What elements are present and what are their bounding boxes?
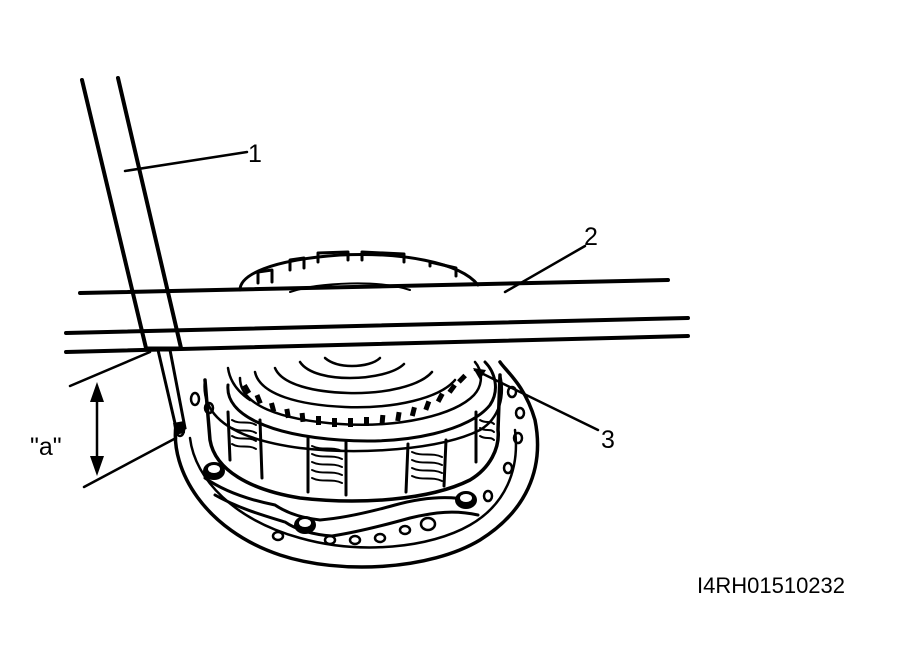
clutch-plates bbox=[231, 419, 495, 484]
drum-outer-wall bbox=[203, 373, 502, 503]
figure-code: I4RH01510232 bbox=[697, 573, 845, 598]
dimension-a: "a" bbox=[30, 350, 178, 489]
dimension-arrow-up bbox=[90, 382, 104, 402]
flange-bolts bbox=[203, 462, 477, 534]
dimension-a-label: "a" bbox=[30, 433, 62, 461]
housing-flange bbox=[173, 360, 540, 569]
callout-1: 1 bbox=[248, 140, 262, 168]
leader-lines bbox=[123, 150, 600, 432]
flange-boss-ribbon bbox=[203, 476, 472, 522]
clutch-drum-assembly bbox=[173, 250, 540, 569]
hub-outer-ring bbox=[226, 360, 497, 443]
depth-gauge-probe bbox=[156, 348, 187, 435]
depth-gauge bbox=[80, 76, 187, 435]
callout-2: 2 bbox=[584, 223, 598, 251]
callout-3-arrow bbox=[473, 368, 486, 380]
drum-slots bbox=[226, 410, 478, 497]
straightedge bbox=[64, 278, 690, 354]
piston-rings bbox=[226, 356, 457, 409]
hub-spline-teeth bbox=[242, 373, 467, 427]
hub-spline-ring bbox=[238, 360, 483, 426]
drum-top-rim bbox=[203, 373, 504, 453]
callout-3: 3 bbox=[601, 426, 615, 454]
crown-lugs bbox=[256, 250, 458, 285]
housing-flange-rim bbox=[188, 428, 518, 549]
dimension-arrow-down bbox=[90, 456, 104, 476]
